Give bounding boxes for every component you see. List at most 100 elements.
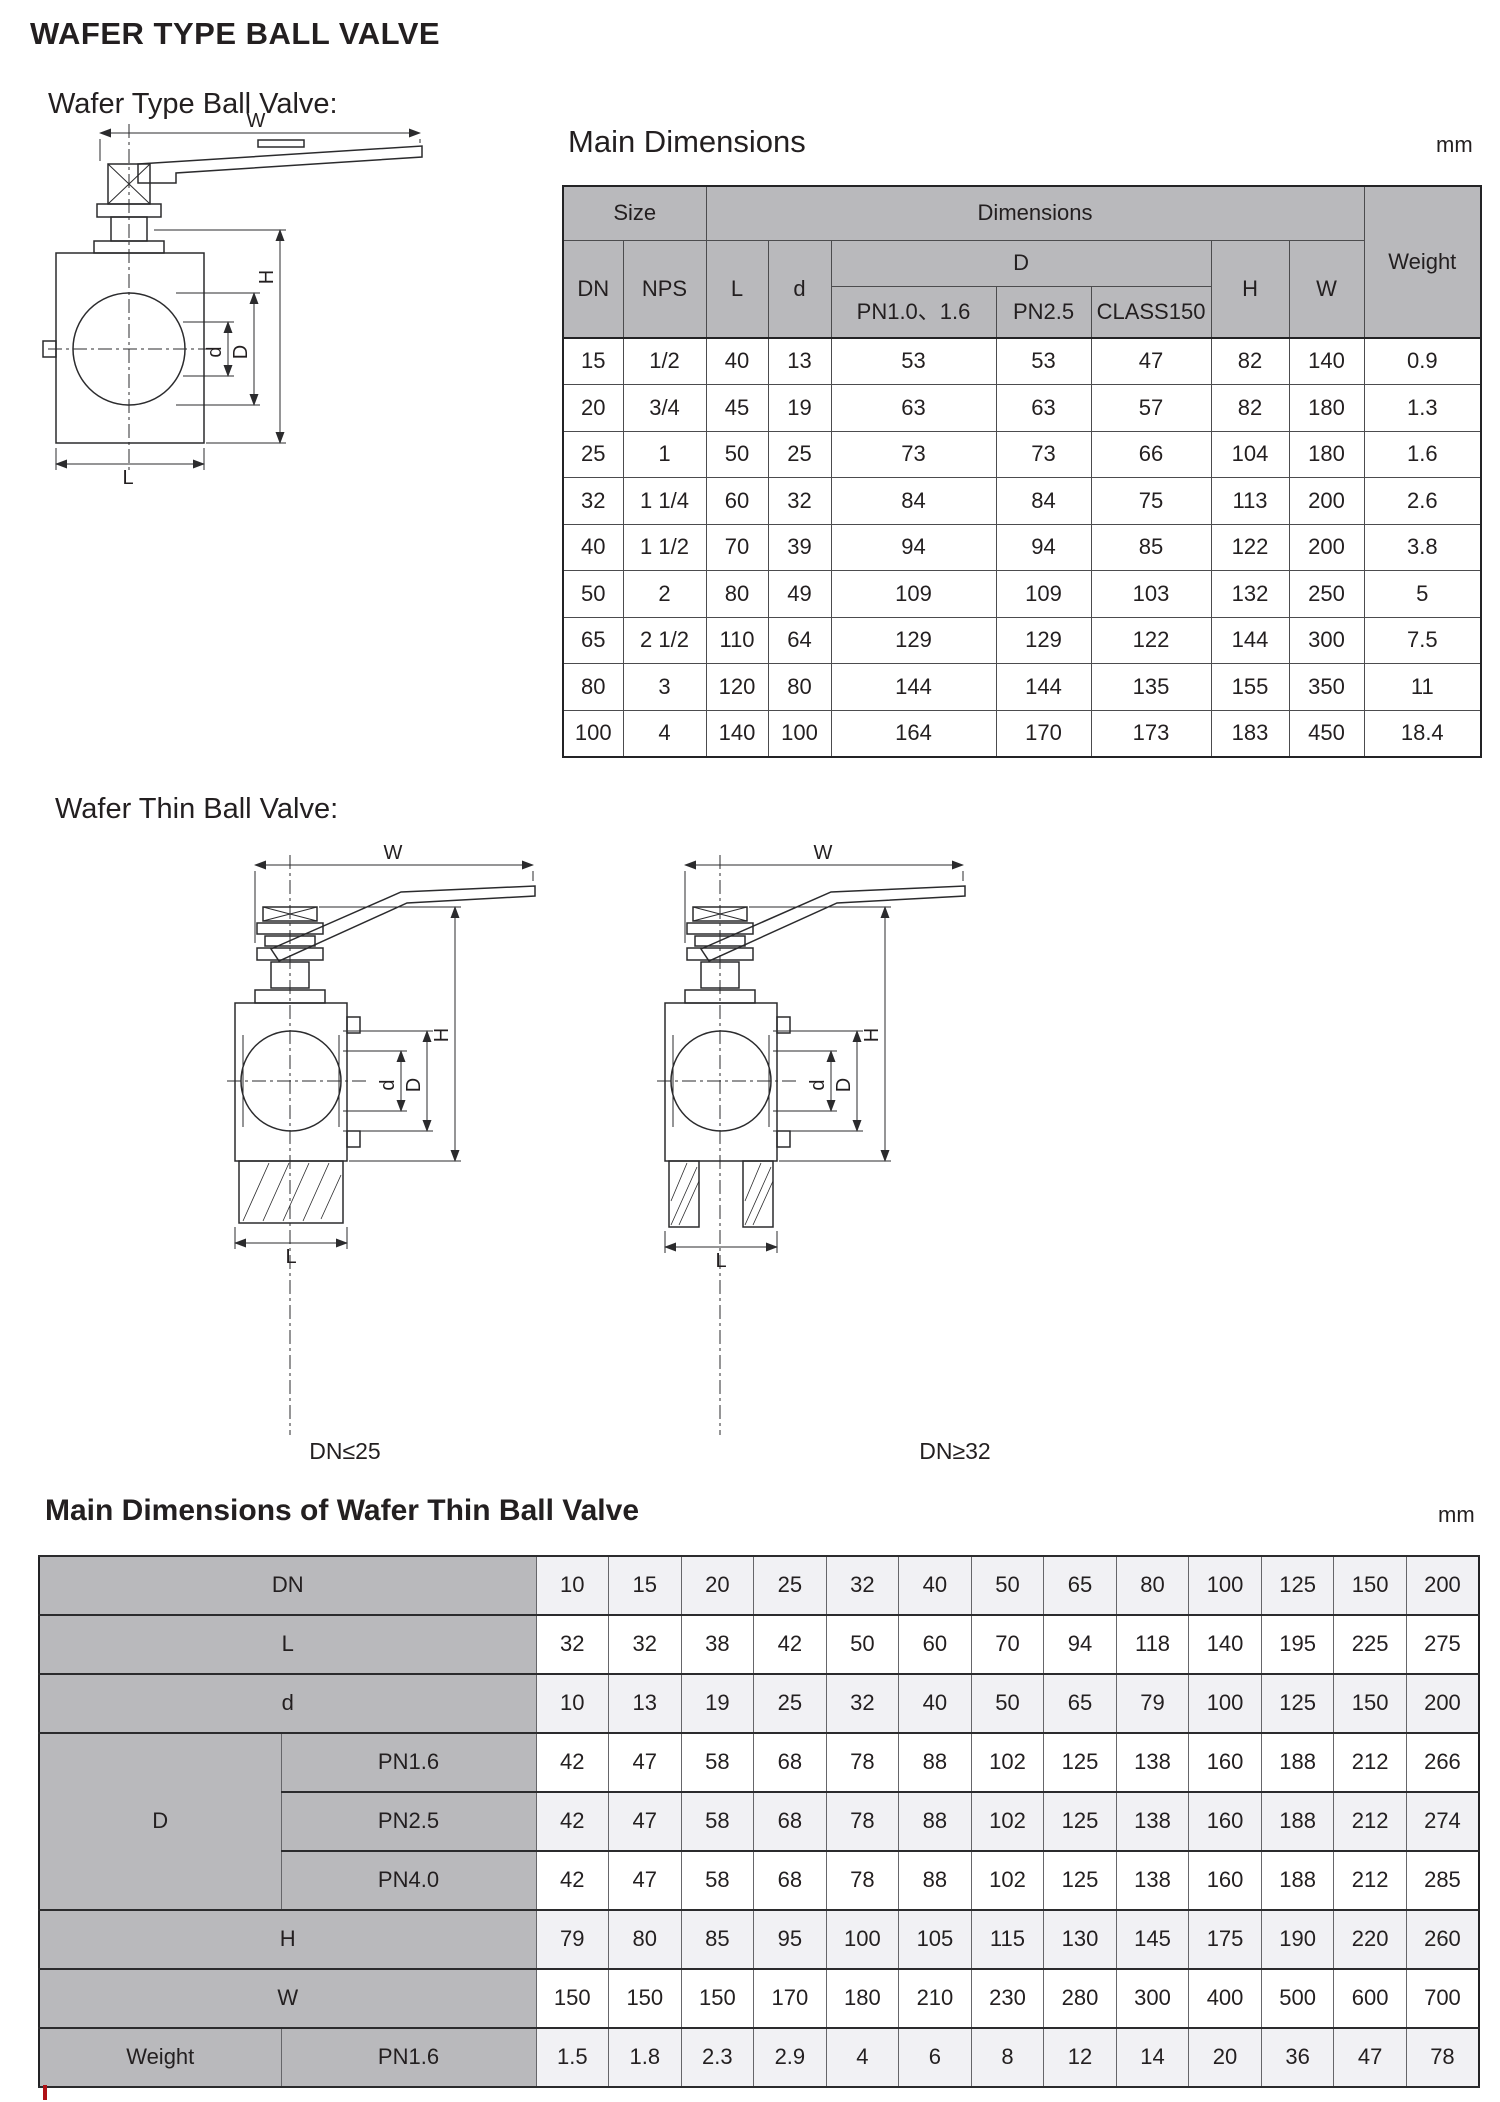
table-cell: 10 xyxy=(535,1555,610,1616)
table-cell: 164 xyxy=(830,709,997,757)
table-cell: 82 xyxy=(1210,337,1290,385)
table-cell: 50 xyxy=(970,1673,1045,1734)
table-cell: 63 xyxy=(830,384,997,432)
wafer-thin-ball-valve-dn25-drawing: W H d D L xyxy=(227,845,536,1435)
table-cell: 79 xyxy=(535,1909,610,1970)
table-cell: 50 xyxy=(970,1555,1045,1616)
main-dimensions-table: Size Dimensions Weight DN NPS L d D H W … xyxy=(562,185,1483,758)
table-cell: 190 xyxy=(1260,1909,1335,1970)
table-cell: 57 xyxy=(1090,384,1212,432)
table-cell: 25 xyxy=(753,1555,827,1616)
table-cell: 260 xyxy=(1405,1909,1480,1970)
table-cell: 25 xyxy=(753,1673,827,1734)
table-cell: 0.9 xyxy=(1363,337,1482,385)
table-cell: 42 xyxy=(753,1614,827,1675)
column-header-dimensions: Dimensions xyxy=(705,185,1365,241)
table-cell: 144 xyxy=(1210,616,1290,664)
table-cell: 150 xyxy=(1333,1555,1407,1616)
table-cell: 122 xyxy=(1210,523,1290,571)
table-cell: 150 xyxy=(535,1968,610,2029)
dim-label-w: W xyxy=(814,845,833,864)
table-cell: 88 xyxy=(898,1850,972,1911)
dim-label-l: L xyxy=(122,467,133,489)
table-cell: 280 xyxy=(1043,1968,1117,2029)
table-cell: 80 xyxy=(608,1909,682,1970)
table-cell: 68 xyxy=(753,1732,827,1793)
table2-unit: mm xyxy=(1438,1502,1475,1527)
table-cell: 109 xyxy=(830,570,997,618)
row-header-l: L xyxy=(38,1614,537,1675)
table-cell: 25 xyxy=(767,430,832,478)
table-cell: 7.5 xyxy=(1363,616,1482,664)
table-cell: 188 xyxy=(1260,1791,1335,1852)
table-cell: 115 xyxy=(970,1909,1045,1970)
table-cell: 12 xyxy=(1043,2027,1117,2088)
table-cell: 88 xyxy=(898,1732,972,1793)
table-cell: 11 xyxy=(1363,663,1482,711)
table-cell: 350 xyxy=(1288,663,1365,711)
drawing-caption-dn25: DN≤25 xyxy=(309,1438,381,1464)
table-cell: 40 xyxy=(562,523,624,571)
table-cell: 70 xyxy=(970,1614,1045,1675)
table-cell: 120 xyxy=(705,663,769,711)
table-cell: 285 xyxy=(1405,1850,1480,1911)
table-cell: 32 xyxy=(825,1673,900,1734)
row-header-pn40: PN4.0 xyxy=(280,1850,537,1911)
table-cell: 100 xyxy=(1188,1673,1262,1734)
table-cell: 170 xyxy=(995,709,1092,757)
table-cell: 53 xyxy=(995,337,1092,385)
table-cell: 6 xyxy=(898,2027,972,2088)
table-cell: 70 xyxy=(705,523,769,571)
table-cell: 3 xyxy=(622,663,707,711)
table-cell: 450 xyxy=(1288,709,1365,757)
table-cell: 47 xyxy=(608,1791,682,1852)
table-cell: 125 xyxy=(1043,1791,1117,1852)
dim-label-h: H xyxy=(431,1028,453,1042)
table-cell: 47 xyxy=(608,1850,682,1911)
dim-label-l: L xyxy=(285,1246,296,1268)
table-cell: 180 xyxy=(825,1968,900,2029)
table-cell: 160 xyxy=(1188,1732,1262,1793)
table-cell: 50 xyxy=(825,1614,900,1675)
table-cell: 49 xyxy=(767,570,832,618)
table-cell: 150 xyxy=(680,1968,755,2029)
table-cell: 14 xyxy=(1115,2027,1190,2088)
table-cell: 5 xyxy=(1363,570,1482,618)
wafer-thin-ball-valve-dn32-drawing: W H d D L xyxy=(657,845,966,1435)
table-cell: 1 1/2 xyxy=(622,523,707,571)
table-cell: 3.8 xyxy=(1363,523,1482,571)
table-cell: 50 xyxy=(705,430,769,478)
table-cell: 200 xyxy=(1405,1673,1480,1734)
table-cell: 78 xyxy=(825,1732,900,1793)
table-cell: 82 xyxy=(1210,384,1290,432)
table-cell: 94 xyxy=(830,523,997,571)
table-cell: 2.6 xyxy=(1363,477,1482,525)
dim-label-d: d xyxy=(377,1079,399,1090)
table-cell: 19 xyxy=(767,384,832,432)
dim-label-big-d: D xyxy=(230,345,252,359)
table-cell: 18.4 xyxy=(1363,709,1482,757)
table-cell: 45 xyxy=(705,384,769,432)
dim-label-h: H xyxy=(861,1028,883,1042)
table-cell: 84 xyxy=(995,477,1092,525)
table-cell: 42 xyxy=(535,1732,610,1793)
table-cell: 225 xyxy=(1333,1614,1407,1675)
table-cell: 64 xyxy=(767,616,832,664)
dim-label-big-d: D xyxy=(833,1078,855,1092)
table-cell: 32 xyxy=(535,1614,610,1675)
table-cell: 13 xyxy=(608,1673,682,1734)
table-cell: 80 xyxy=(1115,1555,1190,1616)
table-cell: 80 xyxy=(562,663,624,711)
table-cell: 47 xyxy=(1333,2027,1407,2088)
table-cell: 103 xyxy=(1090,570,1212,618)
table-cell: 220 xyxy=(1333,1909,1407,1970)
column-header-l: L xyxy=(705,239,769,339)
table1-unit: mm xyxy=(1436,132,1473,157)
table-cell: 4 xyxy=(825,2027,900,2088)
table-cell: 78 xyxy=(1405,2027,1480,2088)
table-cell: 85 xyxy=(1090,523,1212,571)
